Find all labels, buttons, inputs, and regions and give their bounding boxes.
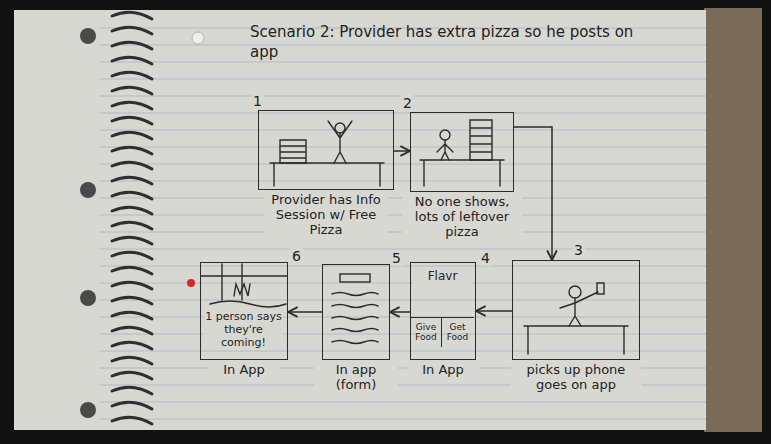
callout-number: 4 xyxy=(479,250,492,266)
ruled-line xyxy=(100,79,706,80)
ruled-line xyxy=(100,113,706,114)
storyboard-panel: picks up phone goes on app xyxy=(512,260,640,360)
callout-number: 2 xyxy=(401,95,414,111)
ruled-line xyxy=(100,351,706,352)
storyboard-panel: 1 person says they're coming!In App xyxy=(200,262,288,360)
stick-figure xyxy=(328,121,352,163)
ruled-lines xyxy=(100,28,706,419)
ruled-line xyxy=(100,300,706,301)
storyboard-panel: No one shows, lots of leftover pizza xyxy=(410,112,514,192)
pizza-stack xyxy=(470,120,492,160)
stick-figure-head xyxy=(335,123,345,133)
stick-figure-head xyxy=(440,130,450,140)
spiral-coil xyxy=(112,12,152,19)
storyboard-panel: In app (form) xyxy=(322,264,390,360)
form-lines xyxy=(332,293,378,344)
spiral-coil xyxy=(112,222,152,229)
ruled-line xyxy=(100,419,706,420)
spiral-coil xyxy=(112,402,152,409)
ruled-line xyxy=(100,181,706,182)
spiral-coil xyxy=(112,327,152,334)
spiral-coil xyxy=(112,177,152,184)
spiral-coil xyxy=(112,87,152,94)
panel-caption: Provider has Info Session w/ Free Pizza xyxy=(264,192,388,237)
panel-caption: No one shows, lots of leftover pizza xyxy=(402,194,522,239)
flow-arrow xyxy=(390,311,410,313)
spiral-coil xyxy=(112,57,152,64)
spiral-coil xyxy=(112,207,152,214)
panel-caption: picks up phone goes on app xyxy=(511,362,641,392)
red-dot xyxy=(187,279,195,287)
pizza-stack xyxy=(280,140,306,163)
spiral-coil xyxy=(112,132,152,139)
spiral-coil xyxy=(112,192,152,199)
paper-sheet xyxy=(14,10,706,430)
app-button: Get Food xyxy=(442,317,474,347)
spiral-binding xyxy=(112,12,152,424)
spiral-coil xyxy=(112,27,152,34)
spiral-coil xyxy=(112,102,152,109)
panel-caption: In App xyxy=(208,362,280,377)
cloth-background xyxy=(704,8,762,432)
stick-figure-head xyxy=(569,286,581,298)
spiral-coil xyxy=(112,297,152,304)
callout-number: 5 xyxy=(390,250,403,266)
ruled-line xyxy=(100,130,706,131)
spiral-coil xyxy=(112,42,152,49)
ruled-line xyxy=(100,62,706,63)
screen-text: Give Food xyxy=(411,322,441,342)
spiral-coil xyxy=(112,162,152,169)
flow-arrow xyxy=(394,150,410,152)
scribble-mark xyxy=(234,284,250,296)
spiral-coil xyxy=(112,417,152,424)
screen-text: Get Food xyxy=(442,322,473,342)
table xyxy=(270,163,384,186)
callout-number: 3 xyxy=(572,242,585,258)
binder-holes xyxy=(80,28,96,418)
app-button: Give Food xyxy=(411,317,442,347)
ruled-line xyxy=(100,317,706,318)
spiral-coil xyxy=(112,312,152,319)
storyboard-panel: Provider has Info Session w/ Free Pizza xyxy=(258,110,394,190)
spiral-coil xyxy=(112,342,152,349)
phone-icon xyxy=(597,283,604,294)
spiral-coil xyxy=(112,372,152,379)
spiral-coil xyxy=(112,282,152,289)
ruled-line xyxy=(100,164,706,165)
screen-text: 1 person says they're coming! xyxy=(204,310,283,349)
spiral-coil xyxy=(112,267,152,274)
panel-caption: In App xyxy=(407,362,479,377)
spiral-coil xyxy=(112,357,152,364)
panel-sketches xyxy=(201,120,628,354)
screen-text: Flavr xyxy=(413,269,472,284)
ruled-line xyxy=(100,249,706,250)
ruled-line xyxy=(100,402,706,403)
form-field xyxy=(340,274,370,282)
spiral-coil xyxy=(112,72,152,79)
flow-arrow xyxy=(476,310,512,312)
callout-number: 6 xyxy=(290,248,303,264)
flow-arrow xyxy=(288,311,322,313)
ruled-line xyxy=(100,45,706,46)
table xyxy=(420,160,504,186)
spiral-coil xyxy=(112,387,152,394)
ruled-line xyxy=(100,334,706,335)
spiral-coil xyxy=(112,237,152,244)
callout-number: 1 xyxy=(251,93,264,109)
spiral-coil xyxy=(112,252,152,259)
spiral-coil xyxy=(112,117,152,124)
phone-screen: FlavrIn AppGive FoodGet Food xyxy=(410,262,476,360)
panel-caption: In app (form) xyxy=(314,362,398,392)
app-grid xyxy=(201,264,287,307)
ruled-line xyxy=(100,266,706,267)
reinforcement-ring xyxy=(192,32,204,44)
stick-figure xyxy=(560,292,598,326)
stick-figure xyxy=(437,140,453,160)
table xyxy=(524,326,628,354)
ruled-line xyxy=(100,147,706,148)
storyboard-title: Scenario 2: Provider has extra pizza so … xyxy=(250,22,642,62)
spiral-coil xyxy=(112,147,152,154)
